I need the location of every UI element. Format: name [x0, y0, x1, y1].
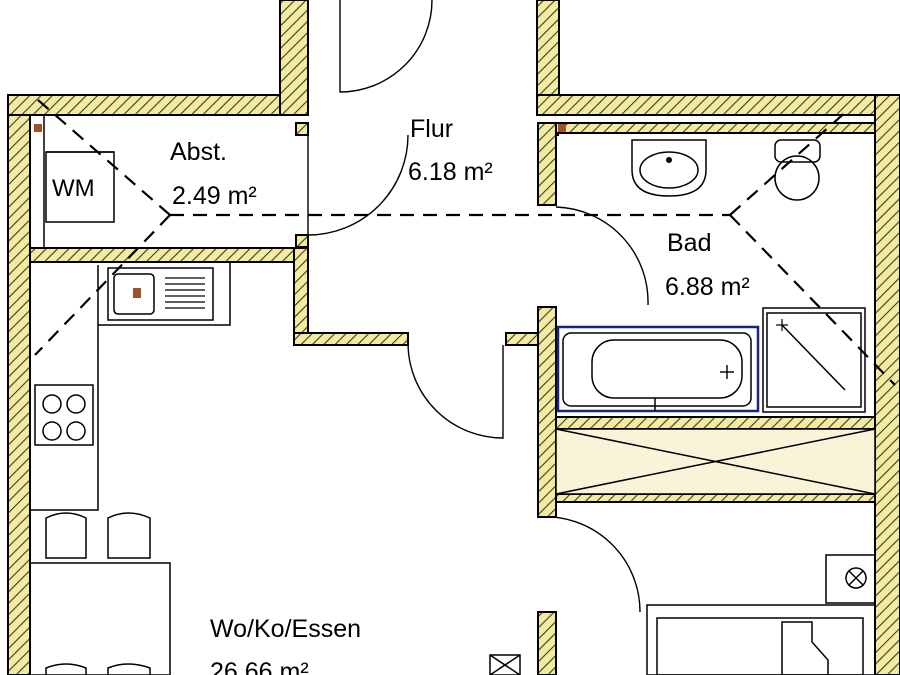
slope-line-left-lower: [34, 214, 171, 356]
door-bedroom: [537, 516, 641, 613]
wall-corner-a: [295, 122, 309, 136]
wall-top-right: [536, 94, 900, 116]
wall-bath-left-lower: [537, 306, 557, 518]
slope-line-left-upper: [37, 99, 171, 216]
wardrobe-icon: [825, 554, 876, 604]
label-abst-area: 2.49 m²: [172, 182, 257, 210]
stove-icon: [34, 384, 94, 446]
wall-shaft-bottom: [555, 493, 876, 503]
chair-2: [107, 512, 151, 559]
kitchen-counter: [30, 261, 231, 511]
label-flur-name: Flur: [410, 115, 453, 143]
wall-left-outer: [7, 94, 31, 675]
socket-marker-right: [558, 124, 566, 132]
socket-marker-left: [34, 124, 42, 132]
sink-icon: [107, 267, 214, 321]
washing-machine: [45, 151, 115, 223]
label-wohnen-name: Wo/Ko/Essen: [210, 615, 361, 643]
bed-icon: [646, 604, 876, 675]
installation-shaft: [555, 428, 876, 495]
wall-abst-bottom: [29, 247, 307, 263]
chair-4: [107, 663, 151, 675]
label-bad-name: Bad: [667, 229, 711, 257]
dining-chairs: [45, 512, 151, 675]
doors: [307, 0, 649, 613]
washbasin-icon: [631, 139, 707, 197]
room-labels: Flur 6.18 m² Abst. 2.49 m² Bad 6.88 m² W…: [52, 115, 750, 675]
walls: [7, 0, 900, 675]
small-marker: [489, 654, 521, 675]
label-washing-machine: WM: [52, 175, 95, 202]
wall-stub-top-left: [279, 0, 309, 116]
wall-flur-left: [293, 247, 309, 334]
door-abst: [307, 134, 409, 236]
wall-top-left: [7, 94, 296, 116]
wall-corner-b: [295, 234, 309, 248]
label-abst-name: Abst.: [170, 138, 227, 166]
wall-bath-top-thin: [555, 122, 876, 134]
wall-bath-left-upper: [537, 122, 557, 206]
chair-3: [45, 663, 87, 675]
toilet-icon: [774, 139, 821, 201]
wall-shaft-top: [555, 416, 876, 430]
door-bad: [555, 206, 649, 306]
wall-flur-bottom-left: [293, 332, 409, 346]
dashed-lines: [34, 99, 896, 386]
wall-right-outer: [874, 94, 900, 675]
door-entrance: [339, 0, 433, 93]
slope-line-right-lower: [729, 214, 896, 386]
label-flur-area: 6.18 m²: [408, 158, 493, 186]
label-wohnen-area: 26.66 m²: [210, 658, 309, 675]
dining-table: [29, 562, 171, 675]
door-wohnen: [407, 344, 504, 439]
bathtub-icon: [556, 325, 760, 413]
wall-bedroom-left: [537, 611, 557, 675]
label-bad-area: 6.88 m²: [665, 273, 750, 301]
shower-icon: [762, 307, 866, 413]
chair-1: [45, 512, 87, 559]
